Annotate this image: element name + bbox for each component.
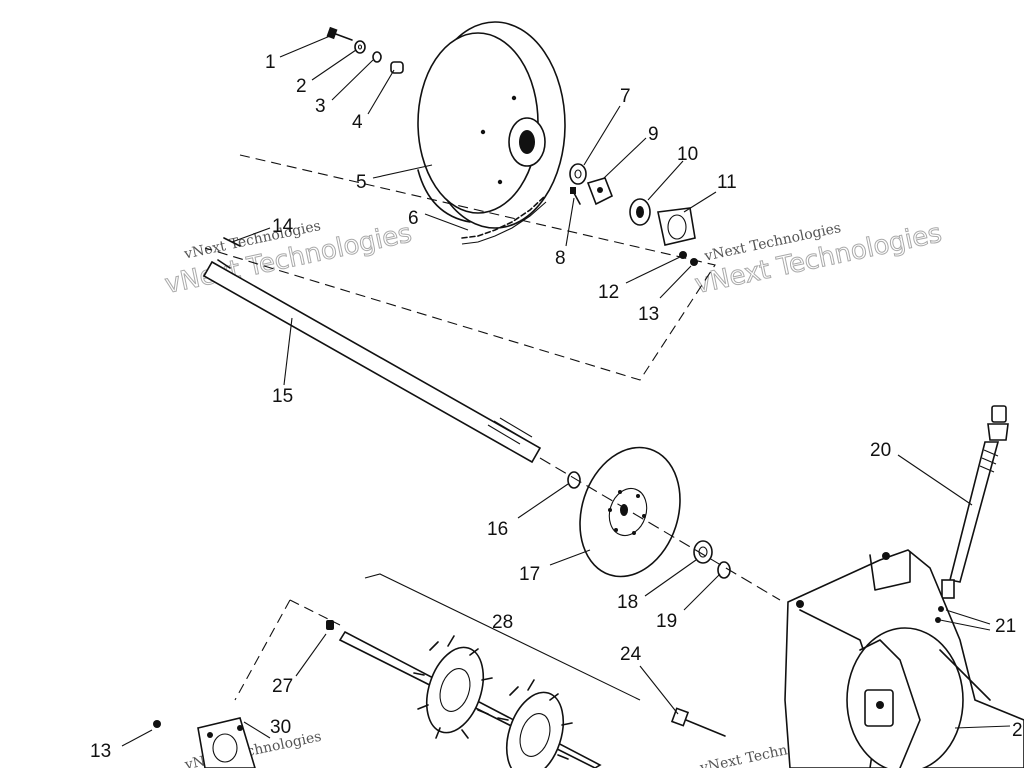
assembly-guide-lower [234, 599, 341, 701]
callout-11: 11 [717, 172, 737, 193]
watermark-right: vNext Technologies vNext Technologies [692, 218, 945, 301]
bolt-part-24 [670, 707, 726, 737]
washer-part-3 [372, 51, 382, 63]
washer-part-2 [354, 40, 366, 54]
flange-part-11 [657, 207, 696, 246]
callout-9: 9 [648, 124, 659, 145]
callout-30: 30 [270, 717, 291, 738]
callout-2: 2 [296, 76, 307, 97]
callout-1: 1 [265, 52, 276, 73]
assembly-guide-upper [204, 154, 716, 381]
bearing-part-18 [693, 540, 713, 564]
dipstick-part-20 [941, 405, 1009, 599]
sheave-part-5 [417, 21, 566, 229]
callout-21: 21 [995, 616, 1016, 637]
callout-8: 8 [555, 248, 566, 269]
callout-7: 7 [620, 86, 631, 107]
bearing-part-10 [629, 198, 651, 226]
bolt-part-8 [570, 187, 581, 205]
plate-part-9 [586, 177, 614, 206]
shaft-part-15 [202, 259, 542, 464]
bolt-part-21 [935, 606, 944, 623]
callout-13-lower: 13 [90, 741, 111, 762]
bolt-part-27 [326, 620, 334, 630]
callout-5: 5 [356, 172, 367, 193]
brake-disc-part-17 [579, 446, 681, 578]
ring-part-16 [567, 471, 581, 489]
callout-14: 14 [272, 216, 294, 237]
bearing-housing-part-30 [197, 717, 256, 768]
bolt-part-1 [326, 26, 353, 41]
callout-labels: 1 2 3 4 5 6 7 8 9 10 11 12 13 14 15 16 1… [90, 52, 1023, 762]
callout-17: 17 [519, 564, 540, 585]
callout-3: 3 [315, 96, 326, 117]
watermark-left: vNext Technologies vNext Technologies [162, 218, 415, 301]
callout-4: 4 [352, 112, 363, 133]
leader-lines [121, 35, 1011, 747]
chaincase-housing [784, 549, 1024, 768]
callout-28: 28 [492, 612, 513, 633]
callout-20: 20 [870, 440, 891, 461]
bracket-28 [364, 573, 641, 701]
callout-13: 13 [638, 304, 659, 325]
sprocket-right [497, 679, 573, 768]
callout-12: 12 [598, 282, 619, 303]
callout-15: 15 [272, 386, 293, 407]
sprocket-left [413, 635, 493, 739]
nut-part-13 [690, 258, 698, 266]
washer-part-7 [569, 163, 587, 185]
nut-part-13-lower [153, 720, 161, 728]
sprocket-shaft-part-28 [338, 630, 602, 768]
callout-19: 19 [656, 611, 677, 632]
callout-16: 16 [487, 519, 508, 540]
callout-18: 18 [617, 592, 638, 613]
axis-line [539, 457, 781, 601]
callout-24: 24 [620, 644, 642, 665]
chain-part-6 [461, 195, 547, 245]
callout-6: 6 [408, 208, 419, 229]
callout-27: 27 [272, 676, 293, 697]
callout-10: 10 [677, 144, 698, 165]
callout-2-lower: 2 [1012, 720, 1023, 741]
